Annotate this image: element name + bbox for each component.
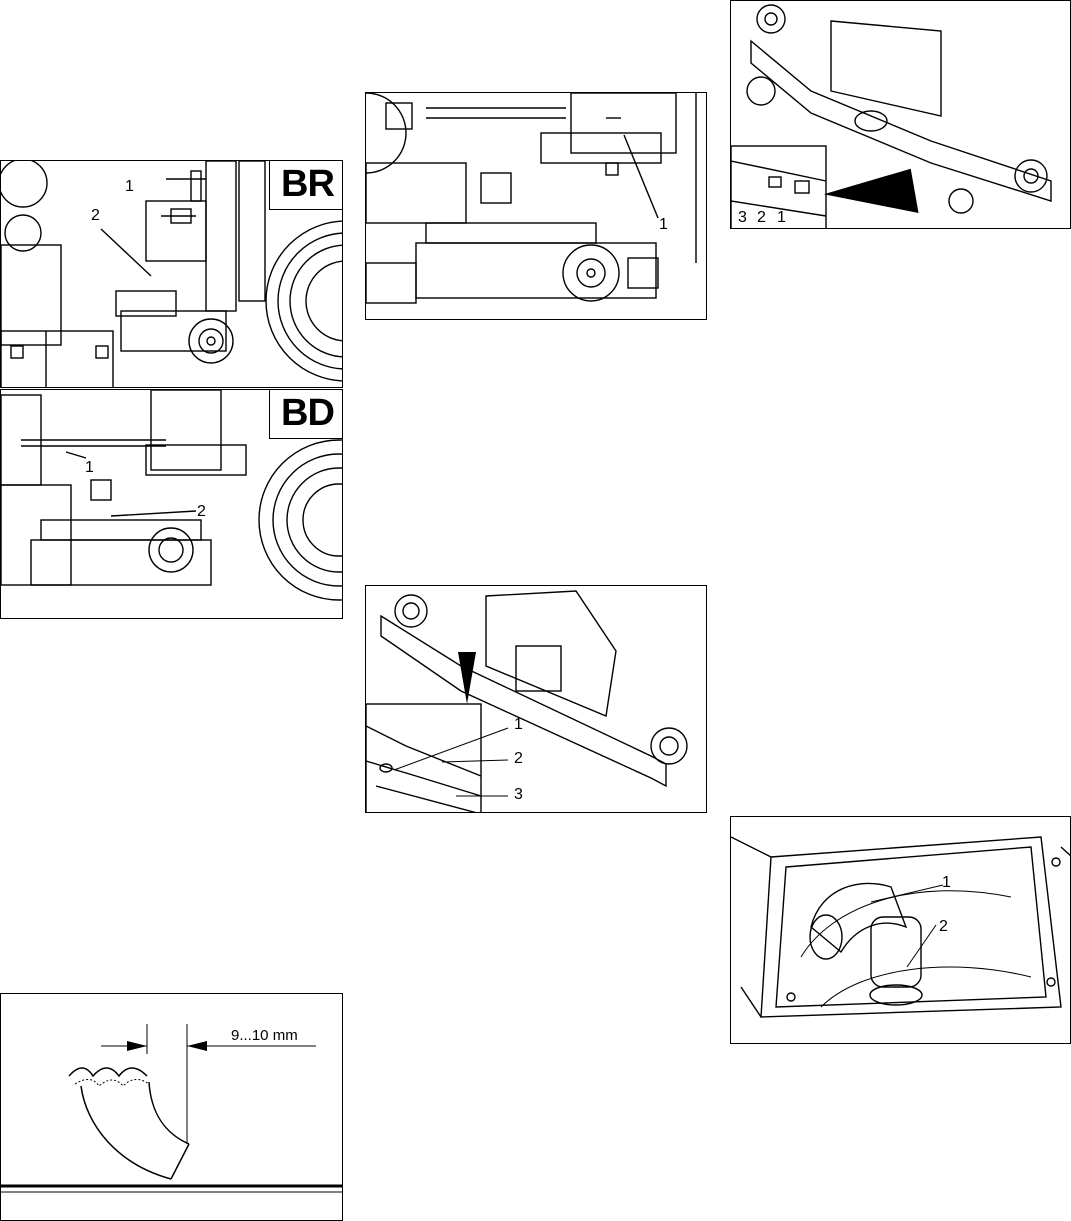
figure-squeegee-bd: 1 2 BD [0,389,343,619]
magnifier-wedge [458,652,476,704]
callout-br-1: 1 [125,179,134,195]
callout-bd-1: 1 [85,460,94,476]
badge-bd: BD [269,390,343,439]
hose-tank-drawing [731,817,1071,1044]
figure-mount-detail: 1 [365,92,707,320]
callout-mount-1: 1 [659,217,668,233]
callout-top-2: 2 [757,210,766,226]
callout-bottom-2: 2 [514,751,523,767]
callout-br-2: 2 [91,208,100,224]
figure-squeegee-br: 1 2 BR [0,160,343,388]
badge-br: BR [269,161,343,210]
callout-hose-2: 2 [939,919,948,935]
callout-bottom-1: 1 [514,717,523,733]
dimension-label: 9...10 mm [231,1028,298,1043]
figure-blade-bottom: 1 2 3 [365,585,707,813]
figure-blade-top: 3 2 1 [730,0,1071,229]
callout-top-3: 3 [738,210,747,226]
blade-bottom-drawing [366,586,707,813]
figure-lip-gap: 9...10 mm [0,993,343,1221]
callout-bottom-3: 3 [514,787,523,803]
figure-hose-tank: 1 2 [730,816,1071,1044]
mount-detail-drawing [366,93,707,320]
callout-bd-2: 2 [197,504,206,520]
callout-hose-1: 1 [942,875,951,891]
callout-top-1: 1 [777,210,786,226]
